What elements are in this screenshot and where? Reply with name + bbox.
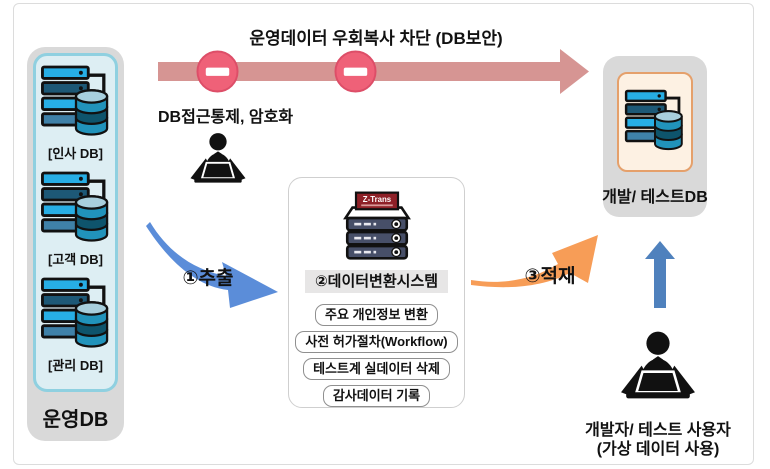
transform-system-box: Z-Trans ②데이터변환시스템 주요 개인정보 변환 사전 허가절차(Wor… <box>288 177 465 408</box>
admin-person-icon <box>186 132 250 186</box>
feature-item: 사전 허가절차(Workflow) <box>295 331 458 353</box>
developer-caption: 개발자/ 테스트 사용자 (가상 데이터 사용) <box>583 421 733 459</box>
source-db-group: [인사 DB] [고객 DB] [관리 DB] <box>33 53 118 392</box>
feature-item: 테스트계 실데이터 삭제 <box>303 358 450 380</box>
feature-item: 주요 개인정보 변환 <box>315 304 438 326</box>
developer-caption-line1: 개발자/ 테스트 사용자 <box>585 422 731 439</box>
no-entry-icon <box>334 50 377 93</box>
extract-arrow <box>146 222 278 308</box>
db-label: [관리 DB] <box>48 358 103 373</box>
blocked-copy-title: 운영데이터 우회복사 차단 (DB보안) <box>249 29 503 48</box>
server-database-icon <box>40 167 112 251</box>
target-db-box <box>617 72 693 172</box>
db-label: [고객 DB] <box>48 252 103 267</box>
diagram-frame <box>13 3 754 465</box>
blocked-copy-arrow <box>158 49 589 94</box>
load-label: ③적재 <box>524 266 576 287</box>
deploy-up-arrow <box>645 241 675 308</box>
db-label: [인사 DB] <box>48 146 103 161</box>
feature-item: 감사데이터 기록 <box>322 385 431 407</box>
no-entry-icon <box>196 50 239 93</box>
target-db-panel: 개발/ 테스트DB <box>602 56 708 217</box>
target-db-title: 개발/ 테스트DB <box>602 189 708 206</box>
server-database-icon <box>40 61 112 145</box>
source-db-customer: [고객 DB] <box>40 167 112 273</box>
source-db-admin: [관리 DB] <box>40 273 112 379</box>
source-db-panel: [인사 DB] [고객 DB] [관리 DB] 운영DB <box>27 47 124 441</box>
source-db-hr: [인사 DB] <box>40 61 112 167</box>
transform-feature-list: 주요 개인정보 변환 사전 허가절차(Workflow) 테스트계 실데이터 삭… <box>295 304 458 407</box>
developer-caption-line2: (가상 데이터 사용) <box>596 441 720 458</box>
access-control-label: DB접근통제, 암호화 <box>158 109 294 126</box>
ztrans-server-icon: Z-Trans <box>342 191 411 260</box>
server-database-icon <box>40 273 112 357</box>
source-panel-title: 운영DB <box>42 409 109 431</box>
server-database-icon <box>624 82 686 162</box>
developer-person-icon <box>615 330 701 403</box>
transform-system-title: ②데이터변환시스템 <box>304 270 449 293</box>
extract-label: ①추출 <box>182 268 234 289</box>
ztrans-label: Z-Trans <box>362 195 391 204</box>
load-arrow <box>471 235 598 288</box>
